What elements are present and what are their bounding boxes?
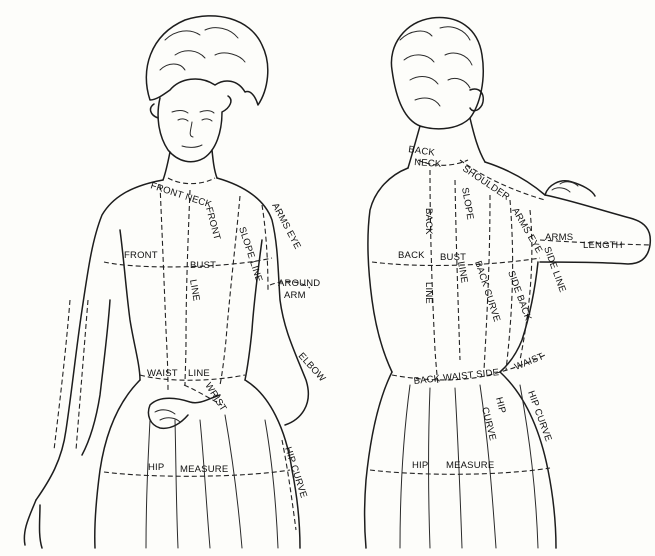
label-side-back: SIDE BACK — [505, 269, 533, 323]
label-back-curve: BACK CURVE — [472, 260, 502, 324]
label-arms: ARMS — [545, 232, 573, 243]
label-measure-back: MEASURE — [446, 460, 494, 471]
label-bust: BUST — [190, 260, 216, 271]
label-back-line-2: LINE — [423, 282, 434, 304]
label-side-line: SIDE LINE — [541, 245, 568, 294]
label-hip: HIP — [148, 462, 164, 473]
label-arms-eye-back: ARMS EYE — [509, 206, 544, 255]
label-wrist: WRIST — [202, 381, 228, 414]
label-length: LENGTH — [583, 240, 623, 251]
label-hip-back: HIP — [412, 460, 428, 471]
label-hip-curve-2: CURVE — [479, 406, 498, 442]
label-waist-row: BACK WAIST SIDE — [413, 367, 500, 387]
label-line: LINE — [188, 368, 210, 379]
back-hair — [391, 18, 483, 129]
label-slope: SLOPE — [459, 187, 476, 221]
label-back-line-1: BACK — [423, 208, 434, 235]
label-neck: NECK — [414, 157, 442, 170]
label-waist-back: WAIST — [513, 351, 546, 373]
label-hip-curve-1: HIP — [493, 396, 508, 415]
label-front: FRONT — [124, 250, 158, 261]
label-front-neck: FRONT NECK — [149, 180, 213, 210]
label-front-line-2: LINE — [187, 279, 202, 302]
label-arm: ARM — [284, 290, 306, 301]
front-torso-outline — [36, 178, 308, 500]
label-arms-eye: ARMS EYE — [269, 201, 303, 251]
label-around: AROUND — [278, 278, 320, 289]
label-measure: MEASURE — [180, 464, 228, 475]
back-figure: BACK NECK SHOULDER BACK SLOPE ARMS EYE S… — [365, 18, 651, 548]
front-figure: FRONT NECK FRONT BUST FRONT LINE SLOPE L… — [24, 16, 327, 548]
label-waist: WAIST — [147, 368, 178, 379]
label-front-line-1: FRONT — [203, 206, 222, 241]
label-back-bust: BACK — [398, 250, 425, 261]
back-raised-arm — [540, 181, 650, 264]
